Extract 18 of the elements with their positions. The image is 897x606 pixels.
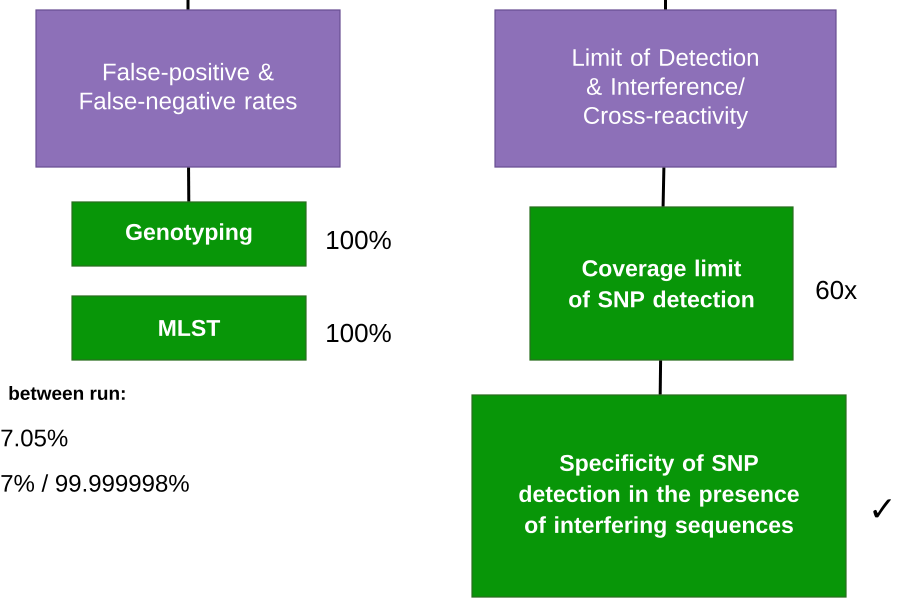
connector-line xyxy=(658,360,662,394)
note-text: between run: xyxy=(9,386,125,400)
test-box: Genotyping xyxy=(71,201,307,267)
connector-line xyxy=(187,168,190,202)
test-box: Specificity of SNP detection in the presence of interfering sequences xyxy=(471,394,847,598)
result-value: 100% xyxy=(327,324,391,342)
connector-line xyxy=(186,0,190,10)
note-text: 7.05% xyxy=(1,430,68,446)
category-box: Limit of Detection & Interference/ Cross-reactivity xyxy=(494,9,837,168)
category-box: False-positive & False-negative rates xyxy=(35,9,341,168)
check-mark: ✓ xyxy=(873,499,891,518)
test-box: MLST xyxy=(71,295,307,361)
connector-line xyxy=(662,168,666,206)
result-value: 100% xyxy=(327,230,391,250)
result-value: 60x xyxy=(816,280,857,300)
note-text: 7% / 99.999998% xyxy=(1,474,189,492)
test-box: Coverage limit of SNP detection xyxy=(529,206,794,361)
connector-line xyxy=(664,0,667,10)
